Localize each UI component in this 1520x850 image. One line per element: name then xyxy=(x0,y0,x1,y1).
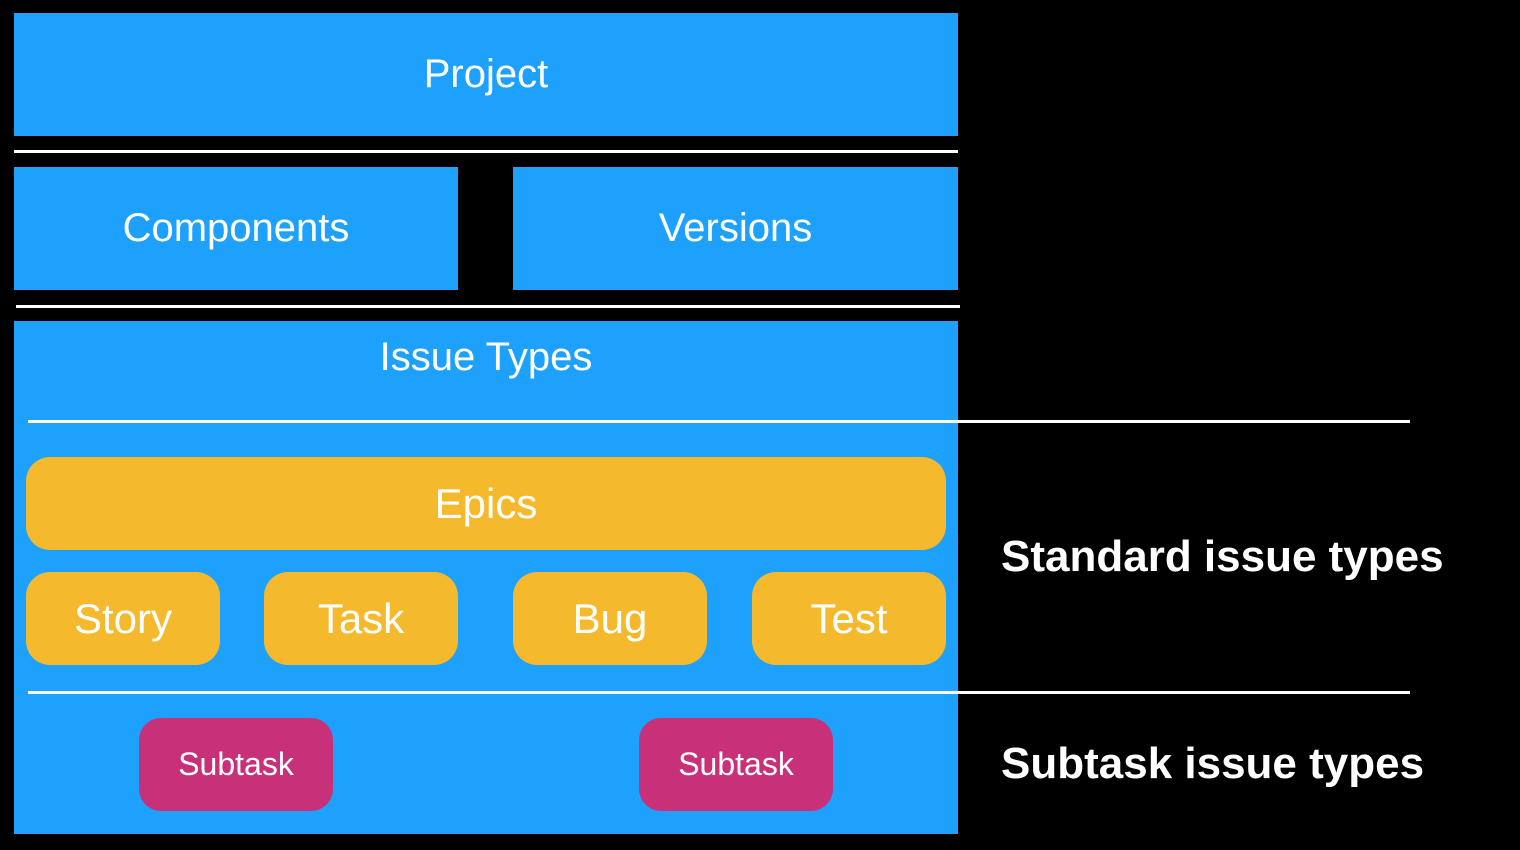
subtask-issue-types-label: Subtask issue types xyxy=(1001,739,1425,788)
epics-pill: Epics xyxy=(26,457,946,550)
bug-label: Bug xyxy=(572,594,648,642)
subtask-pill-2: Subtask xyxy=(639,718,833,811)
components-box: Components xyxy=(14,167,458,290)
bug-pill: Bug xyxy=(513,572,707,665)
story-label: Story xyxy=(73,594,173,642)
divider-standard-top xyxy=(28,420,1410,423)
project-box: Project xyxy=(14,13,958,136)
epics-label: Epics xyxy=(434,479,538,527)
subtask-label: Subtask xyxy=(678,746,794,782)
divider-project xyxy=(14,150,958,153)
story-pill: Story xyxy=(26,572,220,665)
divider-standard-bottom xyxy=(28,691,1410,694)
test-pill: Test xyxy=(752,572,946,665)
divider-components xyxy=(16,305,960,308)
issue-types-title: Issue Types xyxy=(379,335,593,379)
test-label: Test xyxy=(810,594,888,642)
components-label: Components xyxy=(122,206,350,250)
subtask-label: Subtask xyxy=(178,746,294,782)
task-pill: Task xyxy=(264,572,458,665)
versions-label: Versions xyxy=(658,206,813,250)
project-label: Project xyxy=(423,52,549,96)
task-label: Task xyxy=(317,594,405,642)
subtask-pill-1: Subtask xyxy=(139,718,333,811)
versions-box: Versions xyxy=(513,167,958,290)
standard-issue-types-label: Standard issue types xyxy=(1001,532,1444,581)
